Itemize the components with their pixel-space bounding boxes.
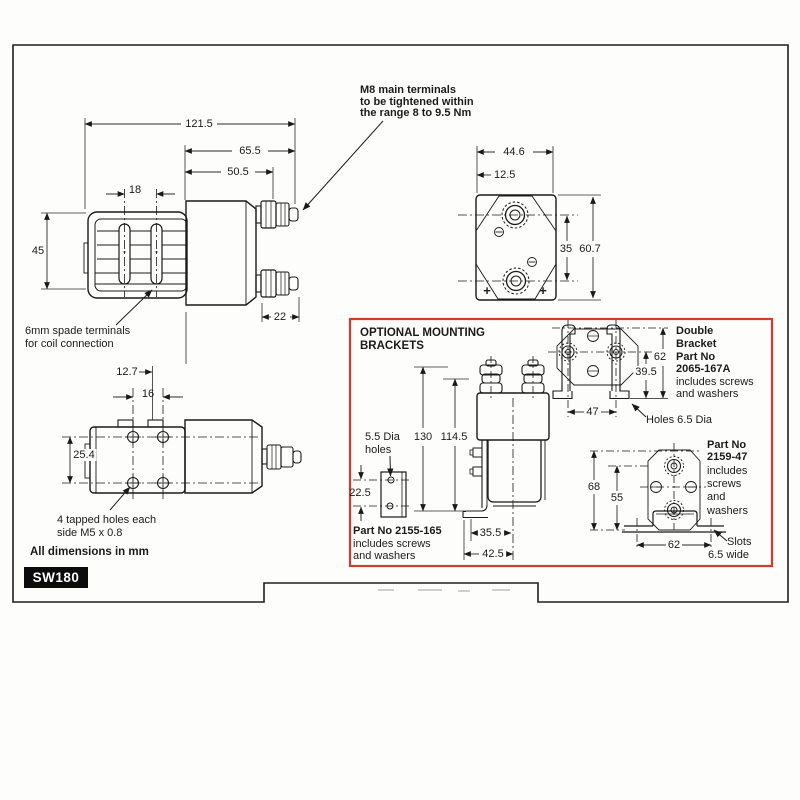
foot-part-line4: screws: [707, 477, 742, 490]
spade-note-line2: for coil connection: [25, 338, 114, 350]
m8-note-line3: the range 8 to 9.5 Nm: [360, 107, 472, 119]
dim-terminal-spacing: 35: [557, 243, 575, 255]
dim-side-height: 45: [31, 245, 45, 257]
bracket-contactor-dimensions: [414, 366, 514, 560]
dim-contactor-body: 114.5: [438, 431, 470, 443]
double-bracket-dimensions: [567, 327, 666, 418]
single-bracket-holes-line1: 5.5 Dia: [365, 430, 400, 443]
coil-minus-marks: [494, 227, 537, 267]
top-view-dimensions: [67, 366, 183, 511]
foot-part-line5: and: [707, 491, 726, 503]
dim-overall-length: 121.5: [183, 118, 215, 130]
foot-part-line2: 2159-47: [707, 451, 748, 463]
double-part-line5: includes screws: [676, 375, 754, 388]
plus-mark-left: +: [483, 283, 491, 298]
tapped-holes: [125, 429, 171, 491]
dim-double-lower: 39.5: [633, 366, 659, 378]
dim-hole-spacing: 16: [141, 388, 155, 400]
foot-part-line6: washers: [707, 504, 748, 517]
foot-bracket-drawing: [590, 443, 726, 548]
brackets-title-line2: BRACKETS: [360, 340, 424, 352]
foot-bracket-holes: [650, 456, 697, 520]
dim-foot-outer: 42.5: [480, 548, 506, 560]
dim-footbracket-inner: 55: [608, 492, 626, 504]
model-badge-label: SW180: [32, 570, 80, 585]
plus-mark-right: +: [539, 283, 547, 298]
foot-bracket-dimensions: [591, 450, 728, 548]
dim-contactor-overall: 130: [411, 431, 435, 443]
foot-part-line3: includes: [707, 464, 748, 477]
units-note: All dimensions in mm: [30, 546, 149, 558]
dim-end-height: 60.7: [577, 243, 603, 255]
slots-note-line2: 6.5 wide: [708, 548, 749, 561]
dim-slot-spacing: 18: [128, 184, 142, 196]
dim-double-height: 62: [651, 351, 669, 363]
double-part-line3: Part No: [676, 350, 716, 363]
coil-spade-edge: [469, 447, 483, 477]
page-frame: [12, 44, 789, 603]
brackets-box-border: [348, 317, 774, 568]
tapped-note-line2: side M5 x 0.8: [57, 527, 123, 539]
dim-end-width: 44.6: [501, 146, 527, 158]
dim-terminal-depth: 22: [271, 311, 289, 323]
dim-row-spacing: 25.4: [71, 449, 97, 461]
bracket-contactor-drawing: [462, 356, 550, 560]
m8-note-line2: to be tightened within: [360, 95, 474, 108]
m8-terminal-lower: [255, 269, 299, 298]
model-badge: SW180: [24, 567, 88, 588]
single-bracket-drawing: [353, 455, 412, 521]
top-view: [62, 388, 302, 500]
single-bracket-holes-line2: holes: [365, 444, 392, 456]
end-view-dimensions: [476, 146, 601, 301]
dim-footbracket-height: 68: [585, 481, 603, 493]
dim-inner-length: 50.5: [225, 166, 251, 178]
double-part-line6: and washers: [676, 387, 739, 400]
double-part-line1: Double: [676, 325, 714, 337]
dim-footbracket-slot-pitch: 62: [665, 539, 683, 551]
foot-part-line1: Part No: [707, 438, 747, 451]
dim-hole-offset: 12.7: [116, 366, 138, 378]
single-bracket-part-note1: includes screws: [353, 538, 431, 550]
end-view-terminal-top: [501, 201, 529, 229]
dim-edge-offset: 12.5: [494, 169, 516, 181]
tapped-note-line1: 4 tapped holes each: [57, 513, 157, 526]
double-part-line2: Bracket: [676, 338, 717, 350]
dim-double-stud-pitch: 47: [584, 405, 601, 418]
faint-print-artifacts: [378, 589, 510, 592]
single-bracket-part-note2: and washers: [353, 550, 416, 562]
slots-note-line1: Slots: [727, 536, 752, 548]
top-view-terminal: [261, 444, 302, 470]
spade-note-arrow: [115, 289, 153, 326]
dim-foot-inner: 35.5: [477, 527, 504, 539]
brackets-title-line1: OPTIONAL MOUNTING: [360, 327, 486, 339]
double-holes-note: Holes 6.5 Dia: [646, 414, 713, 426]
m8-note-line1: M8 main terminals: [360, 84, 456, 96]
side-view: [83, 189, 299, 306]
dim-single-hole-pitch: 22.5: [349, 486, 371, 499]
side-view-dimensions: [41, 118, 300, 364]
dim-cover-length: 65.5: [237, 145, 263, 157]
single-bracket-part: Part No 2155-165: [353, 525, 442, 537]
double-part-line4: 2065-167A: [676, 363, 731, 375]
m8-terminal-upper: [255, 200, 299, 229]
double-bracket-drawing: [548, 320, 668, 417]
double-bracket-holes: [558, 330, 626, 377]
end-view-terminal-bottom: [502, 267, 530, 295]
spade-note-line1: 6mm spade terminals: [25, 325, 131, 337]
m8-note-arrow: [302, 120, 384, 211]
end-view: [458, 194, 578, 301]
